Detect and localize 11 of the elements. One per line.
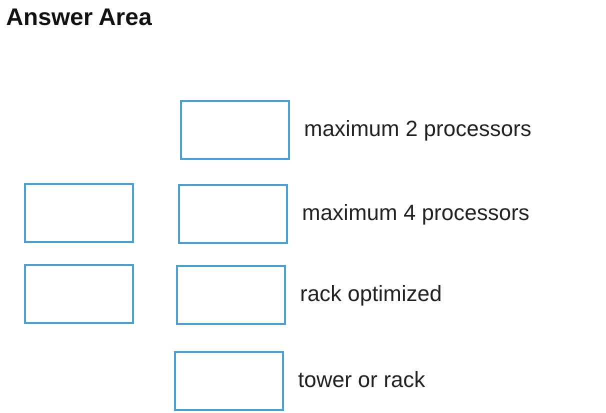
drop-target-box xyxy=(180,100,290,160)
drop-target-box xyxy=(174,351,284,411)
description-label: maximum 2 processors xyxy=(304,116,532,142)
drag-item-box xyxy=(24,264,134,324)
drop-target-box xyxy=(176,265,286,325)
drop-target-box xyxy=(178,184,288,244)
description-label: maximum 4 processors xyxy=(302,200,530,226)
description-label: rack optimized xyxy=(300,281,442,307)
description-label: tower or rack xyxy=(298,367,426,393)
heading: Answer Area xyxy=(6,4,152,32)
drag-item-box xyxy=(24,183,134,243)
